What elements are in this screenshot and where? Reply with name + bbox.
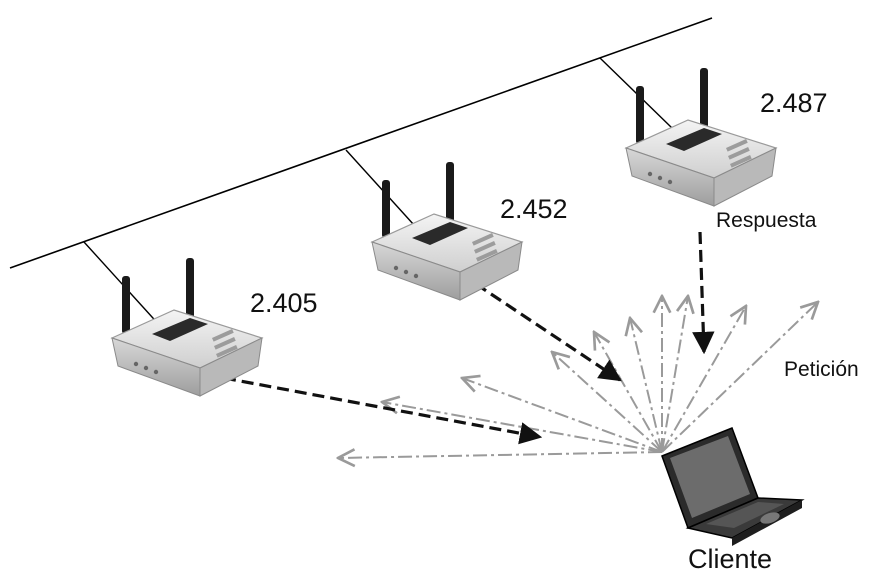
request-arrow (594, 332, 663, 453)
response-label: Respuesta (716, 209, 817, 232)
frequency-label-2: 2.452 (500, 194, 568, 224)
frequency-label-3: 2.487 (760, 88, 828, 118)
access-point-2 (371, 161, 523, 301)
client-label: Cliente (688, 544, 772, 574)
wireless-access-point-icon (111, 257, 263, 397)
wireless-access-point-icon (371, 161, 523, 301)
request-arrows (338, 296, 818, 458)
request-arrow (552, 352, 663, 453)
laptop-icon (661, 427, 805, 546)
request-label: Petición (784, 358, 859, 381)
drop-cable-2 (345, 149, 415, 226)
request-arrow (661, 296, 688, 453)
request-arrow (630, 318, 663, 453)
backbone-line (9, 17, 713, 269)
request-arrow (338, 452, 663, 458)
access-point-1 (111, 257, 263, 397)
response-arrow (692, 231, 715, 355)
frequency-label-1: 2.405 (250, 288, 318, 318)
access-point-3 (625, 67, 777, 207)
response-arrows (223, 231, 715, 445)
wireless-access-point-icon (625, 67, 777, 207)
response-arrow (475, 282, 622, 382)
request-arrow (382, 402, 663, 453)
request-arrow (462, 378, 663, 453)
request-arrow (661, 306, 746, 453)
response-arrow (223, 376, 543, 445)
request-arrow (661, 302, 818, 453)
